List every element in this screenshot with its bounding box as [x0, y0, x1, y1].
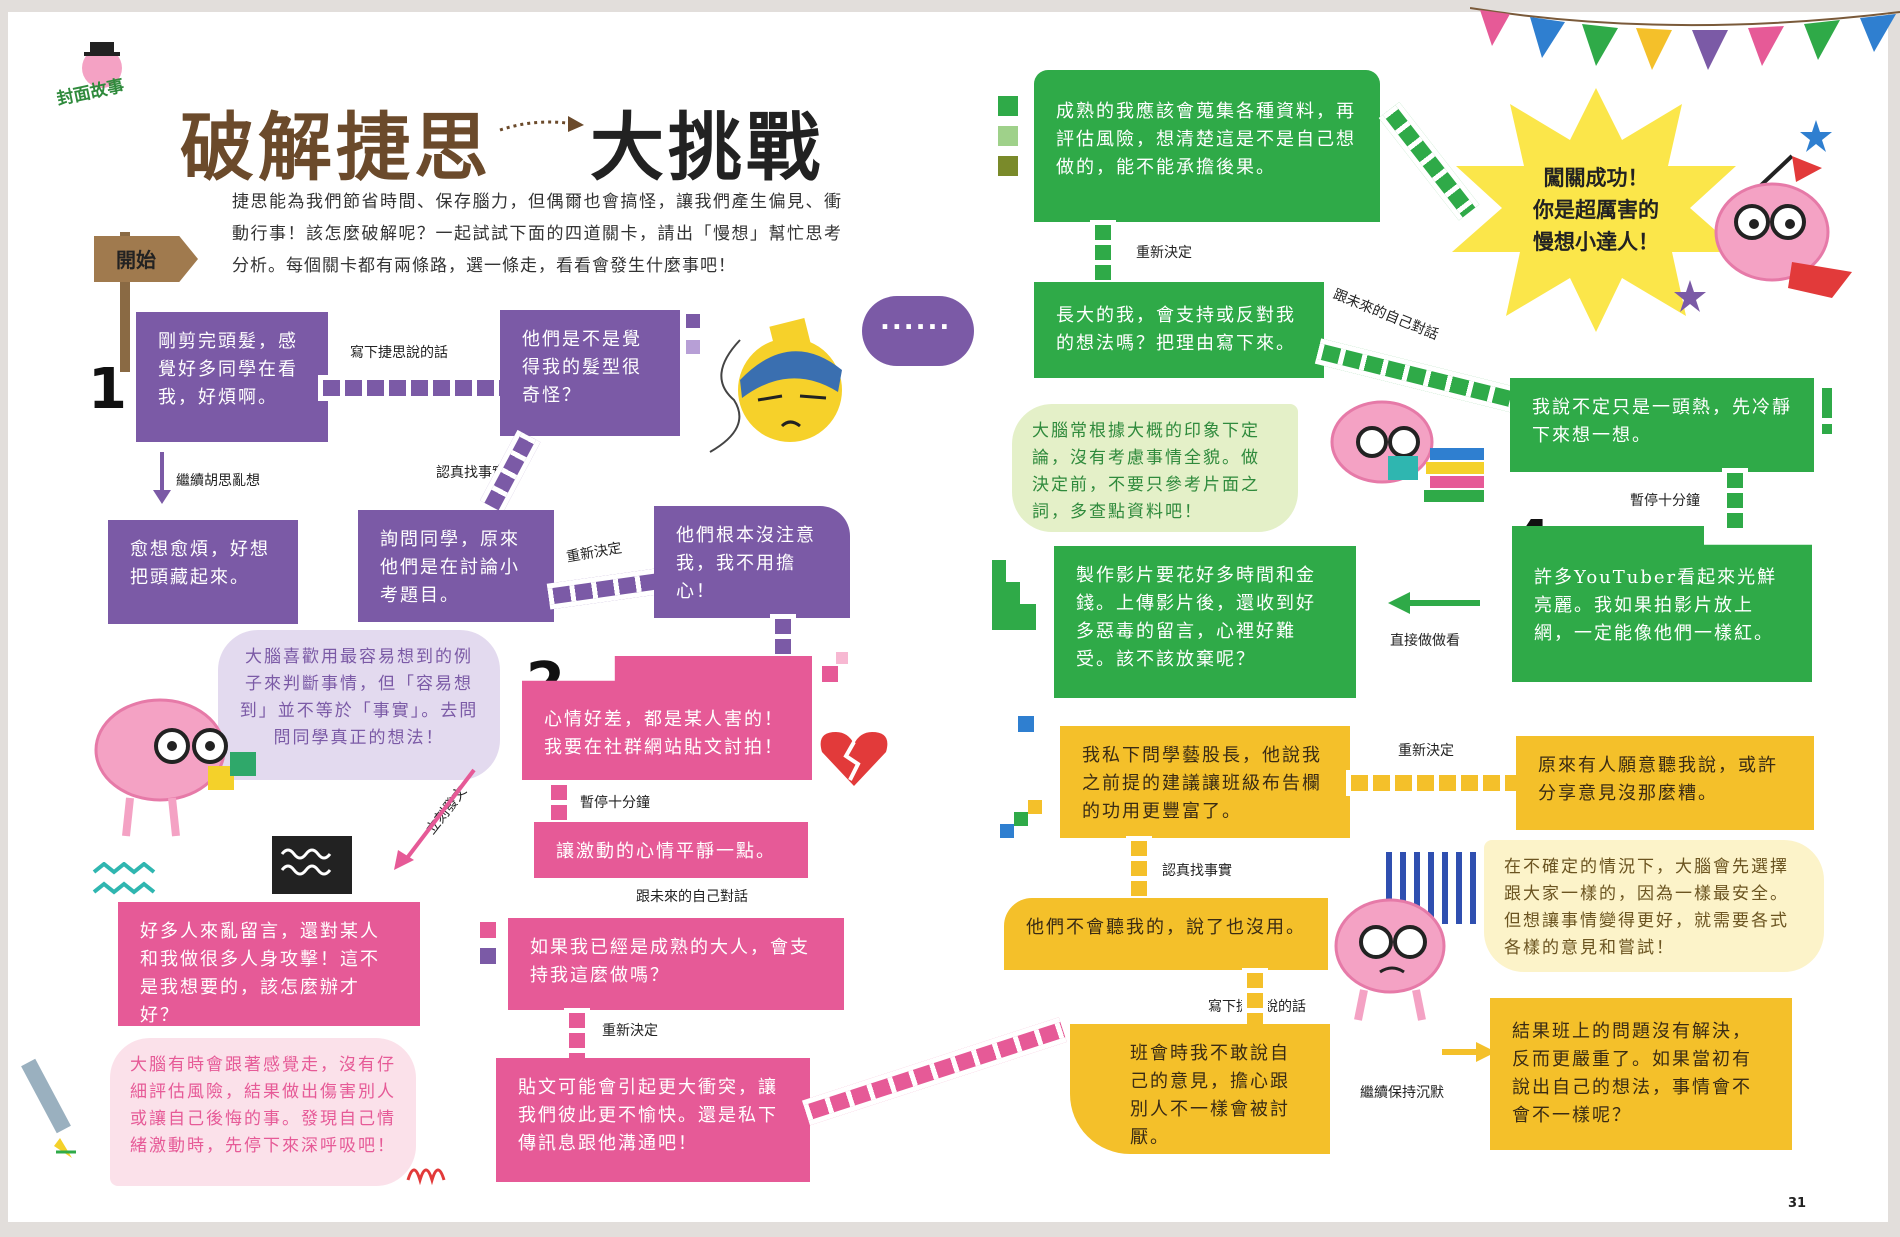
stage4-bad-end: 製作影片要花好多時間和金錢。上傳影片後，還收到好多惡毒的留言，心裡好難受。該不該… — [1054, 546, 1356, 698]
stage2-label-future: 跟未來的自己對話 — [636, 889, 748, 905]
scribble-decoration — [406, 1168, 446, 1186]
stage3-thought-box: 他們不會聽我的，說了也沒用。 — [1004, 898, 1328, 970]
stage3-label-facts: 認真找事實 — [1162, 863, 1232, 879]
square-decoration — [480, 922, 496, 938]
success-burst — [1452, 88, 1740, 332]
stage2-calm-box: 讓激動的心情平靜一點。 — [534, 822, 808, 878]
brain-puzzle-illustration — [80, 690, 270, 840]
stage2-bad-end: 好多人來亂留言，還對某人和我做很多人身攻擊！這不是我想要的，該怎麼辦才好？ — [118, 902, 420, 1026]
finish-line2: 你是超厲害的 — [1533, 198, 1659, 222]
wavy-line-decoration — [709, 339, 741, 453]
stage1-ask-box: 詢問同學，原來他們是在討論小考題目。 — [358, 510, 554, 622]
stage2-label-pause: 暫停十分鐘 — [580, 795, 650, 811]
exclaim-decoration — [1822, 424, 1832, 434]
stage1-thought-box: 他們是不是覺得我的髮型很奇怪？ — [500, 310, 680, 436]
broken-heart-icon — [816, 728, 892, 788]
stage1-relief-box: 他們根本沒注意我，我不用擔心！ — [654, 506, 850, 618]
stage4-label-pause: 暫停十分鐘 — [1630, 493, 1700, 509]
stage1-dead-end: 愈想愈煩，好想把頭藏起來。 — [108, 520, 298, 624]
zigzag-decoration — [92, 861, 172, 910]
page-number: 31 — [1788, 1196, 1807, 1211]
stage3-label-redecide: 重新決定 — [1398, 743, 1454, 759]
square-decoration — [822, 666, 838, 682]
ladder-3b — [1126, 836, 1152, 906]
worried-kid-illustration — [730, 318, 860, 448]
stage1-label-facts: 認真找事實 — [436, 465, 506, 481]
stage2-private-box: 貼文可能會引起更大衝突，讓我們彼此更不愉快。還是私下傳訊息跟他溝通吧！ — [496, 1058, 810, 1182]
ladder-3c — [1242, 968, 1268, 1024]
square-decoration — [1014, 812, 1028, 826]
brain-reading-illustration — [1318, 396, 1490, 506]
ladder-4d — [1722, 468, 1748, 530]
stage3-good-box: 原來有人願意聽我說，或許分享意見沒那麼糟。 — [1516, 736, 1814, 830]
ladder-3a — [1346, 770, 1518, 796]
brain-worried-illustration — [1318, 892, 1460, 1022]
exclaim-decoration — [1822, 388, 1832, 418]
ladder-1a — [318, 375, 504, 401]
speech-bubble — [862, 296, 974, 366]
stage3-start-box: 班會時我不敢說自己的意見，擔心跟別人不一樣會被討厭。 — [1070, 1024, 1330, 1154]
stage4-start-box: 許多YouTuber看起來光鮮亮麗。我如果拍影片放上網，一定能像他們一樣紅。 — [1512, 526, 1812, 682]
brain-flag-illustration — [1692, 152, 1862, 302]
finish-text: 闖關成功！ 你是超厲害的 慢想小達人！ — [1506, 162, 1686, 258]
stage4-note: 大腦常根據大概的印象下定論，沒有考慮事情全貌。做決定前，不要只參考片面之詞，多查… — [1012, 404, 1298, 532]
stage1-number: 1 — [88, 357, 127, 422]
stairs-decoration — [992, 560, 1036, 630]
square-decoration — [998, 96, 1018, 116]
stage4-adult-box: 長大的我，會支持或反對我的想法嗎？把理由寫下來。 — [1034, 282, 1324, 378]
star-decoration — [1674, 280, 1706, 312]
finish-line1: 闖關成功！ — [1543, 166, 1649, 190]
square-decoration — [686, 340, 700, 354]
ladder-2a — [546, 780, 572, 824]
stage3-label-silent: 繼續保持沉默 — [1360, 1085, 1444, 1101]
bunting-decoration — [1470, 7, 1900, 70]
brain-mascot-icon — [62, 38, 142, 118]
stage3-bad-end: 結果班上的問題沒有解決，反而更嚴重了。如果當初有說出自己的想法，事情會不會不一樣… — [1490, 998, 1792, 1150]
speech-dots: ...... — [880, 306, 952, 336]
stage3-found-box: 我私下問學藝股長，他說我之前提的建議讓班級布告欄的功用更豐富了。 — [1060, 726, 1350, 838]
arrow-left-icon — [1388, 592, 1480, 614]
stage4-final-box: 成熟的我應該會蒐集各種資料，再評估風險，想清楚這是不是自己想做的，能不能承擔後果… — [1034, 70, 1380, 222]
stage1-start-box: 剛剪完頭髮，感覺好多同學在看我，好煩啊。 — [136, 312, 328, 442]
title-part2: 大挑戰 — [590, 105, 824, 191]
angry-speech-icon — [272, 836, 352, 894]
stage1-label-write: 寫下捷思說的話 — [350, 345, 448, 361]
square-decoration — [998, 126, 1018, 146]
ladder-4b — [1090, 220, 1116, 282]
square-decoration — [1028, 800, 1042, 814]
stage2-adult-box: 如果我已經是成熟的大人，會支持我這麼做嗎？ — [508, 918, 844, 1010]
ladder-2b — [564, 1008, 590, 1064]
stage2-note: 大腦有時會跟著感覺走，沒有仔細評估風險，結果做出傷害別人或讓自己後悔的事。發現自… — [110, 1038, 416, 1186]
arrow-down-icon — [153, 452, 171, 504]
pencil-icon — [21, 1058, 76, 1158]
square-decoration — [836, 652, 848, 664]
stage4-label-direct: 直接做做看 — [1390, 633, 1460, 649]
stage2-label-redecide: 重新決定 — [602, 1023, 658, 1039]
title-part1: 破解捷思 — [180, 105, 492, 191]
sign-post — [120, 232, 130, 372]
stage1-label-keep: 繼續胡思亂想 — [176, 473, 260, 489]
square-decoration — [998, 156, 1018, 176]
intro-text: 捷思能為我們節省時間、保存腦力，但偶爾也會搞怪，讓我們產生偏見、衝動行事！該怎麼… — [232, 192, 842, 276]
start-sign-label: 開始 — [116, 248, 156, 272]
square-decoration — [686, 314, 700, 328]
stage4-calm-box: 我說不定只是一頭熱，先冷靜下來想一想。 — [1510, 378, 1814, 472]
stage4-label-redecide: 重新決定 — [1136, 245, 1192, 261]
start-sign — [94, 236, 198, 282]
stage1-note: 大腦喜歡用最容易想到的例子來判斷事情，但「容易想到」並不等於「事實」。去問問同學… — [218, 630, 500, 780]
star-decoration — [1800, 120, 1832, 152]
finish-line3: 慢想小達人！ — [1533, 230, 1659, 254]
arrow-right-icon — [1442, 1042, 1496, 1062]
square-decoration — [480, 948, 496, 964]
title-arrow-icon — [499, 116, 584, 132]
stage3-note: 在不確定的情況下，大腦會先選擇跟大家一樣的，因為一樣最安全。但想讓事情變得更好，… — [1484, 840, 1824, 972]
arrow-diagonal-icon — [394, 768, 476, 870]
square-decoration — [1018, 716, 1034, 732]
square-decoration — [1000, 824, 1014, 838]
